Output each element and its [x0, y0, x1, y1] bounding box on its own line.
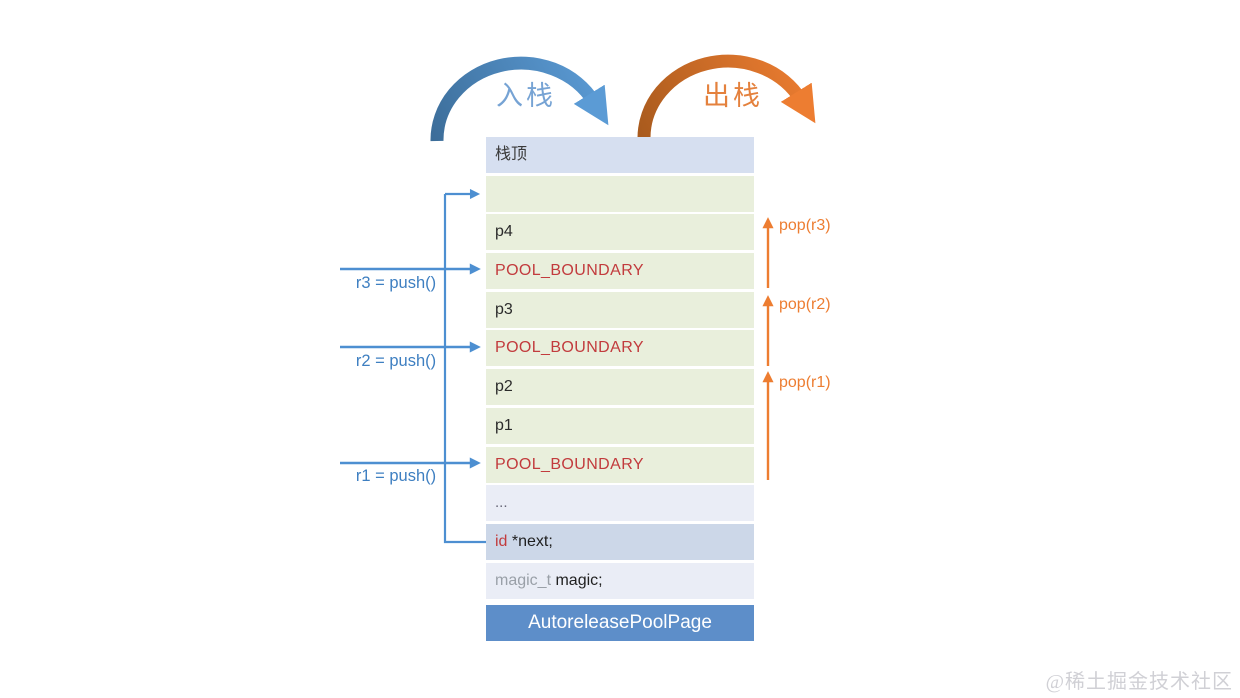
push-call-label-r3: r3 = push() — [355, 274, 437, 292]
cell-label: p4 — [495, 223, 513, 241]
push-call-label-r2: r2 = push() — [355, 352, 437, 370]
cell-label: ... — [495, 494, 508, 512]
type-keyword: id — [495, 532, 508, 550]
push-arc-label: 入栈 — [496, 81, 556, 111]
cell-label: p3 — [495, 300, 513, 318]
stack-row-p3: p3 — [486, 291, 754, 328]
push-call-label-r1: r1 = push() — [355, 467, 437, 485]
cell-label: *next; — [507, 532, 553, 550]
pop-arc-label: 出栈 — [703, 81, 763, 111]
stack-table: 栈顶 p4 POOL_BOUNDARY p3 POOL_BOUNDARY p2 … — [486, 137, 754, 642]
pop-call-label-r2: pop(r2) — [779, 296, 831, 313]
stack-row-empty — [486, 175, 754, 212]
stack-row-boundary-r2: POOL_BOUNDARY — [486, 330, 754, 367]
type-keyword: magic_t — [495, 571, 552, 589]
stack-row-next-pointer: id *next; — [486, 523, 754, 560]
next-pointer-line — [443, 194, 486, 544]
cell-label: p1 — [495, 416, 513, 434]
stack-footer-title: AutoreleasePoolPage — [486, 605, 754, 642]
cell-label: POOL_BOUNDARY — [495, 339, 644, 357]
cell-label: POOL_BOUNDARY — [495, 262, 644, 280]
stack-row-p1: p1 — [486, 407, 754, 444]
stack-row-p4: p4 — [486, 214, 754, 251]
stack-top-label: 栈顶 — [495, 146, 528, 163]
stack-row-boundary-r3: POOL_BOUNDARY — [486, 253, 754, 290]
stack-row-top: 栈顶 — [486, 137, 754, 173]
pop-call-label-r1: pop(r1) — [779, 374, 831, 391]
watermark: @稀土掘金技术社区 — [1045, 671, 1233, 693]
stack-row-ellipsis: ... — [486, 485, 754, 522]
stack-row-magic: magic_t magic; — [486, 562, 754, 599]
cell-label: magic; — [551, 571, 603, 589]
cell-label: POOL_BOUNDARY — [495, 455, 644, 473]
stack-row-p2: p2 — [486, 369, 754, 406]
pop-call-label-r3: pop(r3) — [779, 217, 831, 234]
cell-label: p2 — [495, 378, 513, 396]
stack-row-boundary-r1: POOL_BOUNDARY — [486, 446, 754, 483]
